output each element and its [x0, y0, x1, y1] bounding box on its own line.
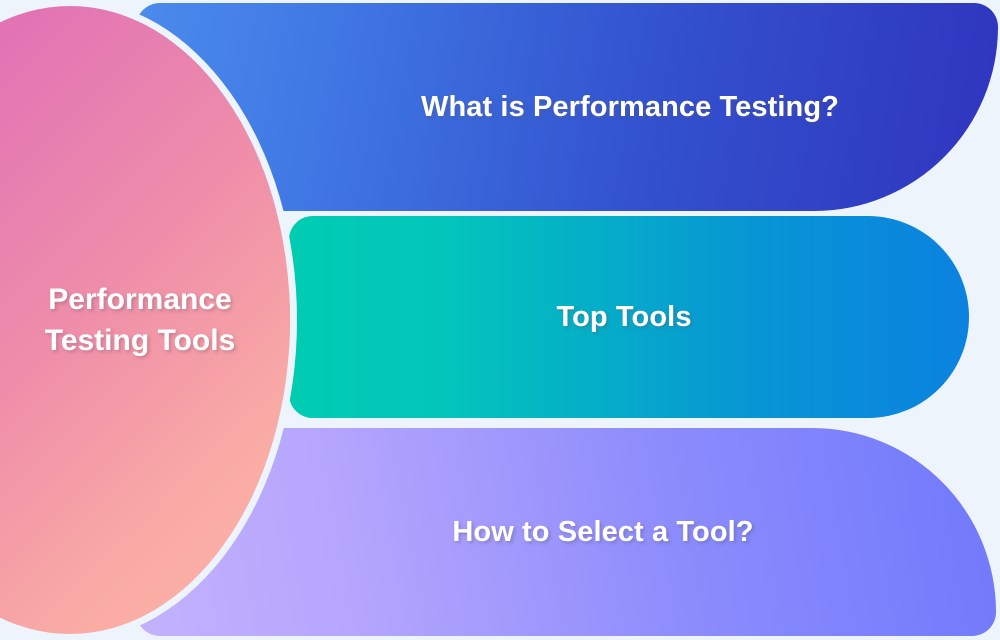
- branch-top-tools[interactable]: Top Tools: [289, 216, 969, 418]
- branch-1-label: What is Performance Testing?: [420, 90, 839, 123]
- hub-title: Performance Testing Tools: [4, 279, 276, 362]
- hub-title-line-1: Performance: [48, 282, 232, 316]
- branch-2-label: Top Tools: [556, 300, 692, 333]
- hub-title-line-2: Testing Tools: [44, 324, 236, 357]
- branch-3-label: How to Select a Tool?: [452, 515, 754, 548]
